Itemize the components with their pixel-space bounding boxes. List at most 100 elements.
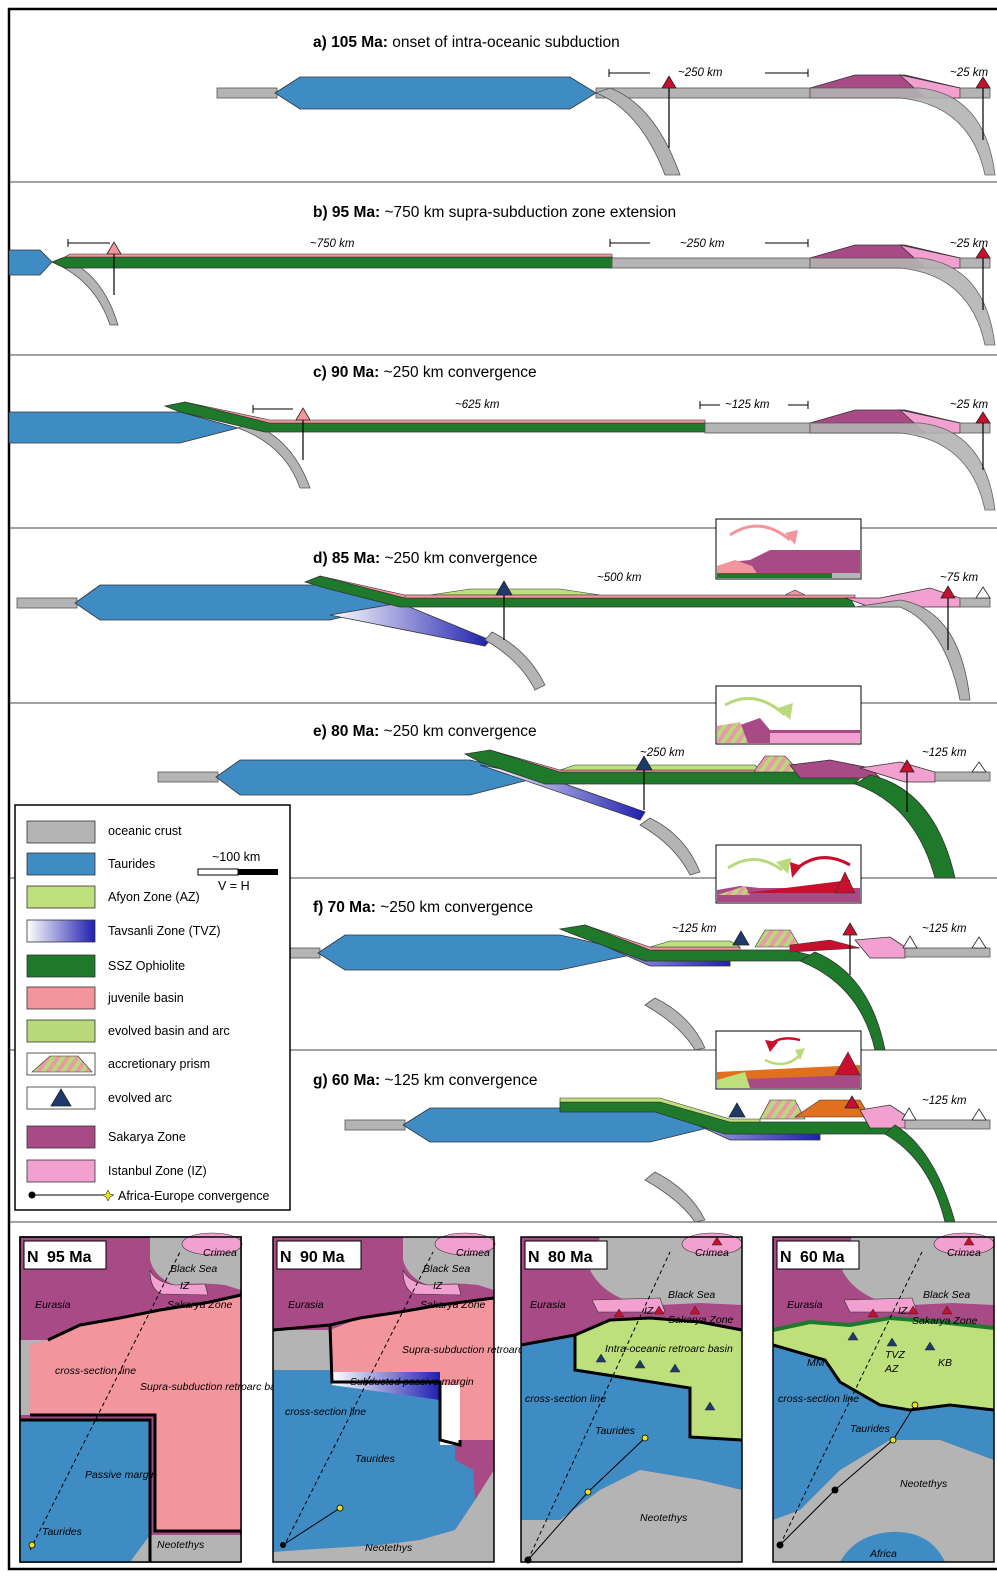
map-95-neotethys: Neotethys [157, 1539, 205, 1551]
map-90-xsec: cross-section line [285, 1406, 366, 1418]
panel-d-dist1: ~500 km [597, 572, 642, 584]
map-95-xsec: cross-section line [55, 1365, 136, 1377]
map-80-blacksea: Black Sea [668, 1289, 715, 1301]
svg-text:b) 95 Ma: ~750 km supra-subduc: b) 95 Ma: ~750 km supra-subduction zone … [313, 204, 676, 221]
panel-a-dist2: ~25 km [950, 67, 988, 79]
panel-b-dist1: ~750 km [310, 238, 355, 250]
panel-f: f) 70 Ma: ~250 km convergence ~125 km ~1… [290, 845, 990, 1050]
panel-f-label: f) 70 Ma: [313, 899, 376, 916]
map-95-passive: Passive margin [85, 1469, 157, 1481]
map-90-subducted: Subducted passive margin [350, 1376, 474, 1388]
map-60-neotethys: Neotethys [900, 1478, 948, 1490]
panel-f-dist2: ~125 km [922, 923, 967, 935]
map-90-taurides: Taurides [355, 1453, 396, 1465]
svg-text:e) 80 Ma: ~250 km convergence: e) 80 Ma: ~250 km convergence [313, 723, 537, 740]
map-60-az: AZ [884, 1363, 899, 1375]
svg-text:c) 90 Ma: ~250 km convergence: c) 90 Ma: ~250 km convergence [313, 364, 537, 381]
map-95-blacksea: Black Sea [170, 1263, 217, 1275]
legend-ssz: SSZ Ophiolite [108, 959, 185, 973]
panel-g: g) 60 Ma: ~125 km convergence ~125 km [313, 1031, 990, 1222]
panel-c: c) 90 Ma: ~250 km convergence ~625 km ~1… [9, 364, 995, 510]
map-90-north: N [280, 1249, 292, 1266]
map-95-basin: Supra-subduction retroarc basin [140, 1381, 290, 1393]
map-95-north: N [27, 1249, 39, 1266]
map-95-crimea: Crimea [203, 1247, 237, 1259]
panel-e-inset [716, 686, 861, 744]
panel-b-text: ~750 km supra-subduction zone extension [385, 204, 677, 221]
map-60-sakarya: Sakarya Zone [912, 1315, 978, 1327]
panel-b: b) 95 Ma: ~750 km supra-subduction zone … [9, 204, 995, 345]
map-95-iz: IZ [180, 1280, 190, 1292]
map-95-age: 95 Ma [47, 1249, 92, 1266]
map-80-xsec: cross-section line [525, 1393, 606, 1405]
panel-g-dist1: ~125 km [922, 1095, 967, 1107]
map-60-blacksea: Black Sea [923, 1289, 970, 1301]
panel-g-text: ~125 km convergence [385, 1072, 538, 1089]
map-60-iz: IZ [898, 1305, 908, 1317]
legend-taurides: Taurides [108, 857, 155, 871]
panel-d: d) 85 Ma: ~250 km convergence ~500 km ~7… [17, 519, 990, 700]
map-60-kb: KB [938, 1357, 952, 1369]
legend-evolved-basin: evolved basin and arc [108, 1024, 230, 1038]
panel-d-label: d) 85 Ma: [313, 550, 380, 567]
panel-d-inset [716, 519, 861, 579]
map-80-basin: Intra-oceanic retroarc basin [605, 1343, 733, 1355]
map-80-taurides: Taurides [595, 1425, 636, 1437]
legend-tavsanli: Tavsanli Zone (TVZ) [108, 924, 221, 938]
map-80-north: N [528, 1249, 540, 1266]
map-60-africa: Africa [869, 1548, 897, 1560]
map-90-sakarya: Sakarya Zone [420, 1299, 486, 1311]
map-60-eurasia: Eurasia [787, 1299, 823, 1311]
panel-f-inset [716, 845, 861, 903]
map-95ma: N 95 Ma Crimea Black Sea IZ Eurasia Saka… [20, 1233, 290, 1562]
panel-e-label: e) 80 Ma: [313, 723, 379, 740]
map-80-eurasia: Eurasia [530, 1299, 566, 1311]
map-90-eurasia: Eurasia [288, 1299, 324, 1311]
map-95-eurasia: Eurasia [35, 1299, 71, 1311]
map-90-iz: IZ [433, 1280, 443, 1292]
panel-d-dist2: ~75 km [940, 572, 978, 584]
map-95-taurides: Taurides [42, 1526, 83, 1538]
legend-sakarya: Sakarya Zone [108, 1130, 186, 1144]
map-95-sakarya: Sakarya Zone [167, 1299, 233, 1311]
map-60-xsec: cross-section line [778, 1393, 859, 1405]
panel-a: a) 105 Ma: onset of intra-oceanic subduc… [217, 34, 995, 175]
panel-e-dist2: ~125 km [922, 747, 967, 759]
svg-text:d) 85 Ma: ~250 km convergence: d) 85 Ma: ~250 km convergence [313, 550, 537, 567]
legend-afyon: Afyon Zone (AZ) [108, 890, 200, 904]
legend-oceanic: oceanic crust [108, 824, 182, 838]
legend-convergence: Africa-Europe convergence [118, 1189, 270, 1203]
map-60-mm: MM [807, 1357, 825, 1369]
map-60-age: 60 Ma [800, 1249, 845, 1266]
svg-text:a) 105 Ma: onset of intra-ocea: a) 105 Ma: onset of intra-oceanic subduc… [313, 34, 620, 51]
panel-d-text: ~250 km convergence [385, 550, 538, 567]
panel-c-text: ~250 km convergence [384, 364, 537, 381]
map-80-age: 80 Ma [548, 1249, 593, 1266]
map-60-crimea: Crimea [947, 1247, 981, 1259]
map-60-north: N [780, 1249, 792, 1266]
map-80-neotethys: Neotethys [640, 1512, 688, 1524]
panel-g-inset [716, 1031, 861, 1089]
panel-b-label: b) 95 Ma: [313, 204, 380, 221]
panel-b-dist3: ~25 km [950, 238, 988, 250]
map-60-taurides: Taurides [850, 1423, 891, 1435]
legend: oceanic crust Taurides Afyon Zone (AZ) T… [15, 805, 290, 1210]
map-90-neotethys: Neotethys [365, 1542, 413, 1554]
legend-istanbul: Istanbul Zone (IZ) [108, 1164, 207, 1178]
panel-c-dist3: ~25 km [950, 399, 988, 411]
legend-juvenile: juvenile basin [107, 991, 184, 1005]
panel-c-dist2: ~125 km [725, 399, 770, 411]
scale-ratio: V = H [218, 879, 250, 893]
panel-e-dist1: ~250 km [640, 747, 685, 759]
panel-f-text: ~250 km convergence [380, 899, 533, 916]
map-80-sakarya: Sakarya Zone [668, 1314, 734, 1326]
legend-evolved-arc: evolved arc [108, 1091, 172, 1105]
panel-a-text: onset of intra-oceanic subduction [392, 34, 619, 51]
map-80-iz: IZ [644, 1305, 654, 1317]
svg-text:g) 60 Ma: ~125 km convergence: g) 60 Ma: ~125 km convergence [313, 1072, 537, 1089]
panel-b-dist2: ~250 km [680, 238, 725, 250]
panel-f-dist1: ~125 km [672, 923, 717, 935]
map-90-age: 90 Ma [300, 1249, 345, 1266]
map-80-crimea: Crimea [695, 1247, 729, 1259]
